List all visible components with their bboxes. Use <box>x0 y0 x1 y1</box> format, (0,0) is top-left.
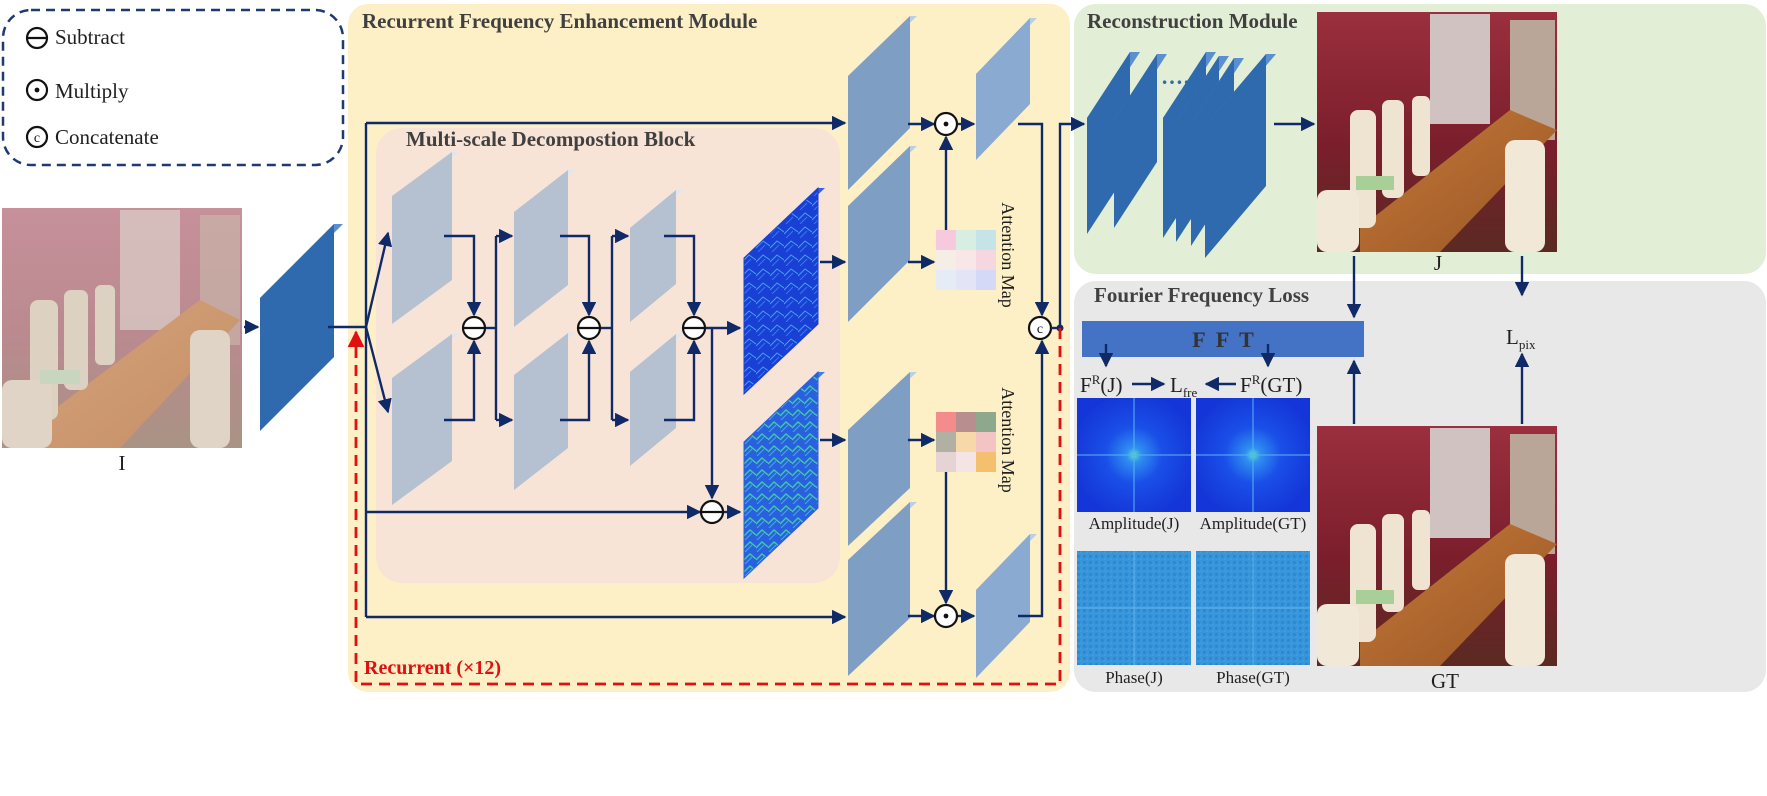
mdb-block-3-bottom <box>630 334 676 466</box>
attention-cell <box>956 452 976 472</box>
rfem-blocks <box>848 16 1037 678</box>
subtract-op-1 <box>461 315 487 341</box>
mdb-block-2-top <box>514 170 568 327</box>
subtract-op-3 <box>681 315 707 341</box>
phase-gt-spectrum <box>1196 551 1310 665</box>
initial-conv-block <box>260 224 343 431</box>
input-image <box>2 208 242 448</box>
multiply-op-bottom <box>933 603 959 629</box>
attention-cell <box>936 270 956 290</box>
phase-j-spectrum <box>1077 551 1191 665</box>
reconstruction-title: Reconstruction Module <box>1087 9 1298 33</box>
gt-image-label: GT <box>1431 669 1459 693</box>
legend-box: Subtract Multiply c Concatenate <box>1 8 345 167</box>
multiply-op-top <box>933 111 959 137</box>
recurrent-loop <box>347 328 1062 686</box>
amplitude-j-spectrum <box>1077 398 1191 512</box>
attention-cell <box>976 250 996 270</box>
attention-cell <box>976 452 996 472</box>
attention-cell <box>936 412 956 432</box>
attention-map-bottom <box>936 412 996 472</box>
fft-label: F F T <box>1192 327 1254 352</box>
attention-cell <box>956 230 976 250</box>
arrow-branch-up <box>364 231 393 328</box>
amplitude-gt-spectrum <box>1196 398 1310 512</box>
legend-concatenate-label: Concatenate <box>55 125 159 149</box>
attention-cell <box>976 412 996 432</box>
concatenate-symbol-letter: c <box>34 131 40 146</box>
attention-cell <box>956 412 976 432</box>
block-hf <box>848 146 910 322</box>
mdb-background <box>376 128 840 583</box>
concatenate-op: c <box>1027 315 1053 341</box>
reconstruction-ellipsis: …… <box>1161 64 1205 89</box>
fft-bar <box>1082 321 1364 357</box>
l-pix-label: Lpix <box>1506 325 1536 352</box>
recurrent-label: Recurrent (×12) <box>364 657 501 679</box>
mdb-block-1-top <box>392 152 452 324</box>
phase-j-label: Phase(J) <box>1105 668 1163 687</box>
reconstruction-blocks <box>1087 52 1276 258</box>
gt-image <box>1317 426 1557 666</box>
block-bottom-skip <box>848 502 910 676</box>
block-bottom-out <box>976 534 1030 678</box>
attention-cell <box>936 250 956 270</box>
mdb-block-3-top <box>630 190 676 322</box>
input-image-label: I <box>119 451 126 475</box>
attention-cell <box>976 270 996 290</box>
amplitude-gt-label: Amplitude(GT) <box>1200 514 1307 533</box>
attention-cell <box>956 250 976 270</box>
concatenate-symbol-icon: c <box>25 125 49 149</box>
fr-gt-label: FR(GT) <box>1240 372 1302 397</box>
multiply-symbol-icon <box>25 78 49 102</box>
attention-cell <box>936 452 956 472</box>
output-image <box>1317 12 1557 252</box>
legend-subtract-label: Subtract <box>55 25 125 49</box>
low-frequency-map <box>743 370 825 580</box>
block-top-out <box>976 18 1030 160</box>
mdb-block-2-bottom <box>514 333 568 490</box>
attention-map-bottom-label: Attention Map <box>998 387 1018 493</box>
high-frequency-map <box>743 186 825 396</box>
mdb-block-1-bottom <box>392 334 452 505</box>
rfem-title: Recurrent Frequency Enhancement Module <box>362 9 757 33</box>
fr-j-label: FR(J) <box>1080 372 1123 397</box>
amplitude-j-label: Amplitude(J) <box>1089 514 1180 533</box>
mdb-title: Multi-scale Decompostion Block <box>406 127 696 151</box>
attention-cell <box>936 230 956 250</box>
legend-multiply-label: Multiply <box>55 79 129 103</box>
concatenate-op-letter: c <box>1037 322 1043 337</box>
subtract-op-2 <box>576 315 602 341</box>
subtract-op-4 <box>699 499 725 525</box>
mdb-blocks <box>392 152 683 505</box>
output-image-label: J <box>1434 251 1442 275</box>
attention-cell <box>976 432 996 452</box>
ffl-title: Fourier Frequency Loss <box>1094 283 1309 307</box>
attention-cell <box>936 432 956 452</box>
mdb-connections <box>444 228 742 520</box>
block-lf <box>848 372 910 546</box>
attention-cell <box>976 230 996 250</box>
phase-gt-label: Phase(GT) <box>1216 668 1290 687</box>
block-top-skip <box>848 16 910 190</box>
attention-connections <box>908 116 1050 624</box>
fft-connections <box>1098 256 1530 424</box>
arrow-branch-down <box>364 326 392 414</box>
attention-cell <box>956 432 976 452</box>
attention-map-top <box>936 230 996 290</box>
attention-cell <box>956 270 976 290</box>
attention-map-top-label: Attention Map <box>998 202 1018 308</box>
subtract-symbol-icon <box>25 26 49 50</box>
l-fre-label: Lfre <box>1170 373 1197 400</box>
